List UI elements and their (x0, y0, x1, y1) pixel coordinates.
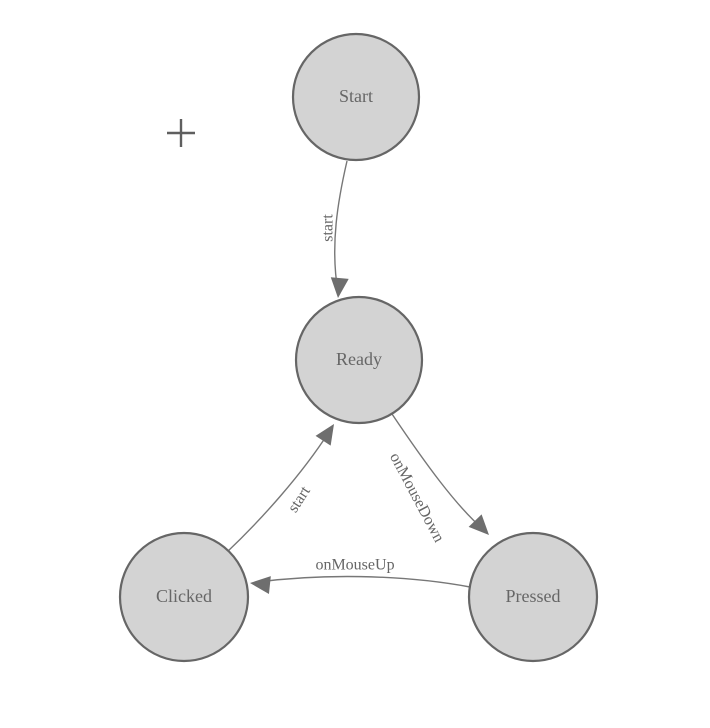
state-node-circle (291, 32, 421, 162)
edge-start-to-ready[interactable]: start (320, 160, 349, 299)
state-node-circle (467, 531, 599, 663)
edge-line (391, 413, 485, 531)
edge-clicked-to-ready[interactable]: start (225, 419, 342, 554)
state-node-pressed[interactable]: Pressed (467, 531, 599, 663)
edge-label-pressed-to-clicked: onMouseUp (315, 557, 394, 574)
edge-arrowhead (330, 277, 349, 298)
edge-arrowhead (468, 514, 489, 535)
edge-line (257, 575, 471, 588)
state-node-label-start: Start (339, 86, 373, 106)
state-node-start[interactable]: Start (291, 32, 421, 162)
state-node-clicked[interactable]: Clicked (118, 531, 250, 663)
edge-arrowhead (315, 424, 334, 446)
state-node-label-ready: Ready (336, 349, 382, 369)
crosshair-cursor (167, 119, 195, 147)
state-node-label-pressed: Pressed (506, 586, 561, 606)
edge-line (334, 160, 348, 293)
edge-label-start-to-ready: start (320, 214, 337, 242)
state-node-ready[interactable]: Ready (294, 295, 424, 425)
edge-arrowhead (250, 576, 271, 595)
state-node-label-clicked: Clicked (156, 586, 212, 606)
edge-line (225, 431, 330, 554)
state-node-circle (294, 295, 424, 425)
state-node-circle (118, 531, 250, 663)
edge-pressed-to-clicked[interactable]: onMouseUp (249, 557, 471, 595)
